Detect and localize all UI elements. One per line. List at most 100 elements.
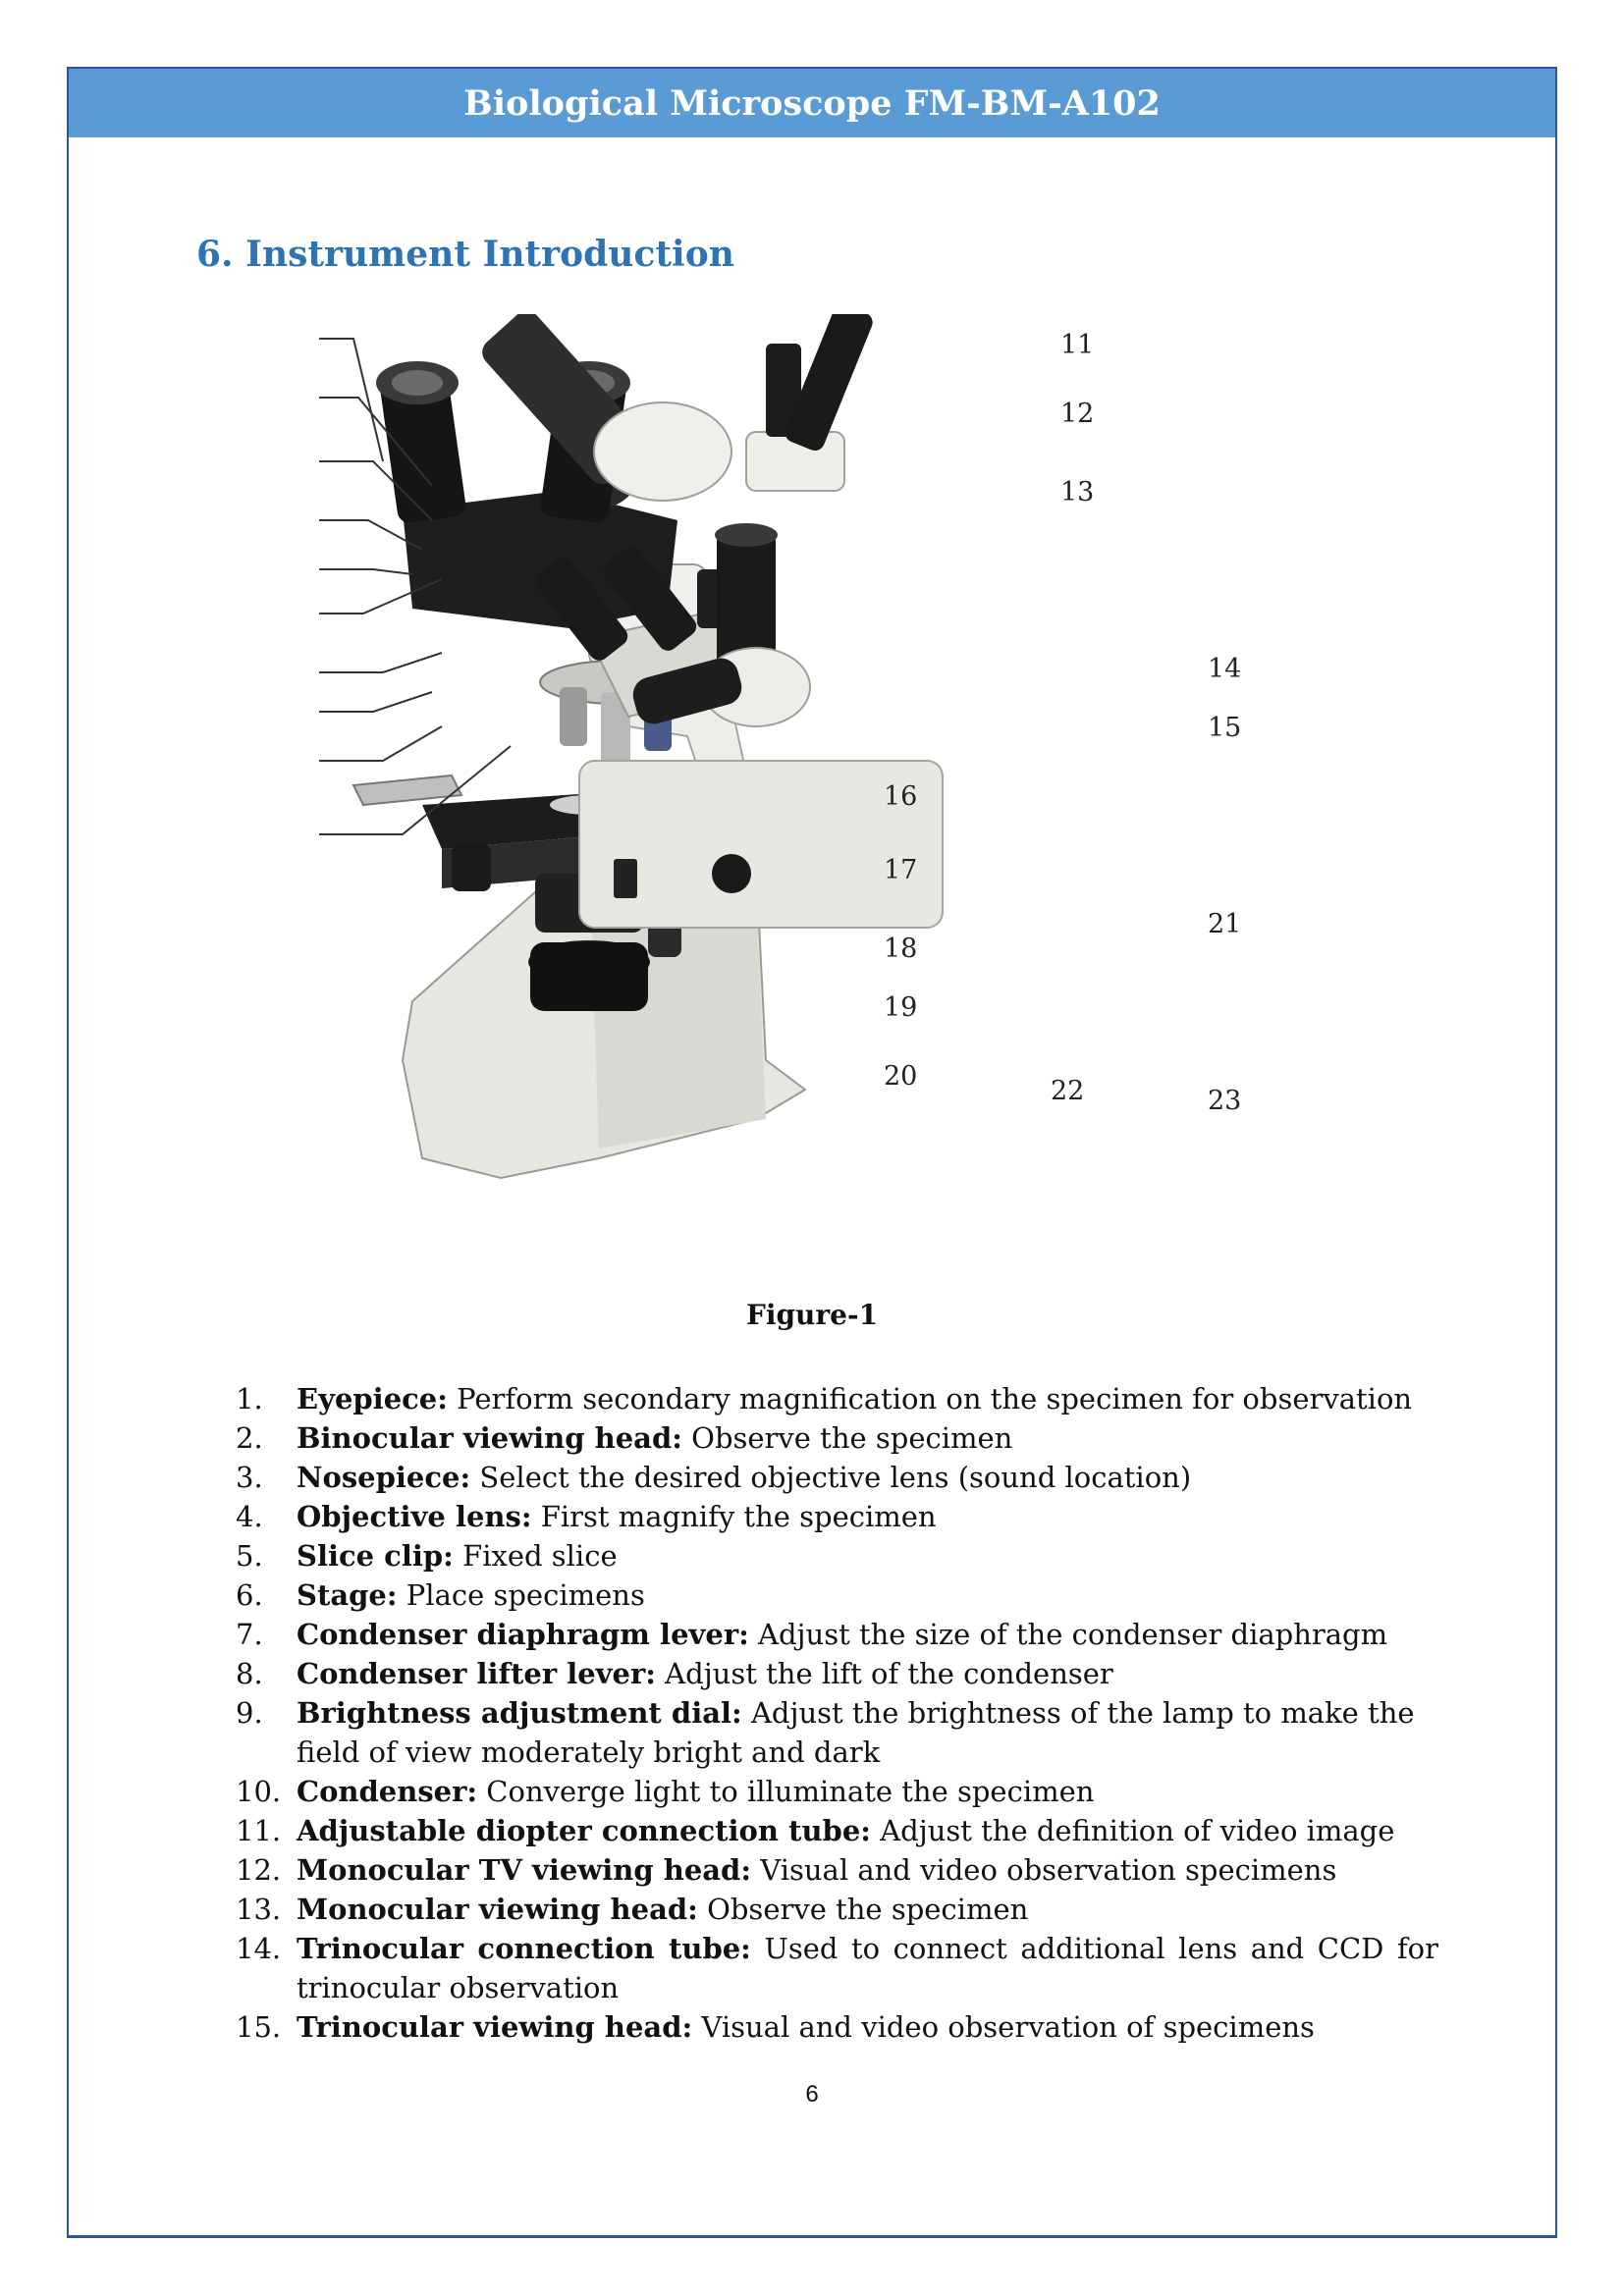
list-item: 13. Monocular viewing head: Observe the s… [236, 1890, 1438, 1929]
list-item-number: 7. [236, 1618, 263, 1651]
page-frame [67, 67, 1557, 2238]
list-item-description: Adjust the definition of video image [870, 1814, 1395, 1847]
power-socket [712, 854, 751, 893]
list-item: 14.Trinocular connection tube: Used to c… [236, 1929, 1438, 2007]
camera-tube-top [715, 523, 778, 547]
list-item-description: Observe the specimen [697, 1893, 1029, 1926]
callout-17: 17 [884, 855, 917, 885]
list-item-term: Condenser lifter lever: [297, 1657, 656, 1690]
monocular-body [593, 401, 732, 502]
list-item-description: Used to connect additional lens and CCD … [297, 1932, 1438, 2004]
list-item-number: 1. [236, 1382, 263, 1415]
list-item-number: 14. [236, 1932, 282, 1965]
list-item-term: Brightness adjustment dial: [297, 1696, 742, 1730]
list-item-description: Perform secondary magnification on the s… [447, 1382, 1413, 1415]
list-item-description: Visual and video observation specimens [751, 1853, 1337, 1887]
trinocular-eyepiece-right [603, 547, 697, 651]
list-item-term: Adjustable diopter connection tube: [297, 1814, 871, 1847]
list-item-description: Fixed slice [453, 1539, 618, 1573]
callout-19: 19 [884, 992, 917, 1023]
callout-12: 12 [1060, 399, 1094, 429]
list-item: 10. Condenser: Converge light to illumina… [236, 1772, 1438, 1811]
monocular-head [482, 314, 732, 502]
list-item-number: 3. [236, 1461, 263, 1494]
header-bar: Biological Microscope FM-BM-A102 [69, 69, 1555, 137]
page-number: 6 [805, 2081, 819, 2108]
list-item-description: Adjust the lift of the condenser [655, 1657, 1113, 1690]
list-item: 2. Binocular viewing head: Observe the sp… [236, 1418, 1438, 1458]
list-item: 8. Condenser lifter lever: Adjust the lif… [236, 1654, 1438, 1693]
list-item-number: 9. [236, 1696, 263, 1730]
list-item-term: Trinocular viewing head: [297, 2010, 693, 2044]
callout-22: 22 [1051, 1076, 1084, 1106]
list-item-description: Adjust the brightness of the lamp to mak… [297, 1696, 1415, 1769]
camera-head [632, 523, 811, 727]
list-item-term: Stage: [297, 1578, 398, 1612]
microscope-figure: 1 2 3 4 5 6 7 8 9 10 11 12 13 14 15 16 1… [295, 314, 1267, 1296]
objective-lens-a [560, 687, 587, 746]
list-item-number: 4. [236, 1500, 263, 1533]
list-item: 7. Condenser diaphragm lever: Adjust the … [236, 1615, 1438, 1654]
list-item: 3. Nosepiece: Select the desired objectiv… [236, 1458, 1438, 1497]
list-item-number: 2. [236, 1421, 263, 1455]
rear-panel-body [578, 760, 944, 929]
list-item-term: Slice clip: [297, 1539, 454, 1573]
callout-leaders [319, 338, 512, 835]
list-item: 5. Slice clip: Fixed slice [236, 1536, 1438, 1575]
list-item: 11. Adjustable diopter connection tube: A… [236, 1811, 1438, 1850]
section-heading: 6. Instrument Introduction [196, 234, 734, 275]
trinocular-eyepiece-left [534, 557, 628, 661]
list-item-number: 5. [236, 1539, 263, 1573]
camera-tube [717, 530, 776, 677]
list-item-description: First magnify the specimen [531, 1500, 937, 1533]
list-item-description: Visual and video observation of specimen… [692, 2010, 1315, 2044]
list-item-term: Eyepiece: [297, 1382, 448, 1415]
callout-13: 13 [1060, 477, 1094, 507]
callout-15: 15 [1208, 713, 1241, 743]
list-item-term: Condenser: [297, 1775, 478, 1808]
callout-14: 14 [1208, 654, 1241, 684]
list-item: 1. Eyepiece: Perform secondary magnificat… [236, 1379, 1438, 1418]
left-eyepiece [380, 370, 466, 523]
list-item: 9. Brightness adjustment dial: Adjust the… [236, 1693, 1438, 1772]
list-item-description: Adjust the size of the condenser diaphra… [748, 1618, 1388, 1651]
base-shadow [589, 864, 766, 1148]
list-item-term: Objective lens: [297, 1500, 532, 1533]
list-item: 12. Monocular TV viewing head: Visual and… [236, 1850, 1438, 1890]
rear-panel [578, 760, 944, 929]
slice-clip-shape [352, 774, 463, 807]
lamp-housing [530, 942, 648, 1011]
list-item-number: 8. [236, 1657, 263, 1690]
monocular-tv-head [745, 314, 873, 492]
document-title: Biological Microscope FM-BM-A102 [463, 82, 1161, 124]
list-item: 6.Stage: Place specimens [236, 1575, 1438, 1615]
tv-eyepiece-tube [785, 314, 873, 452]
list-item-term: Binocular viewing head: [297, 1421, 682, 1455]
list-item-description: Select the desired objective lens (sound… [470, 1461, 1192, 1494]
list-item-number: 10. [236, 1775, 282, 1808]
callout-21: 21 [1208, 909, 1241, 939]
left-eyepiece-lens [392, 370, 443, 396]
callout-23: 23 [1208, 1086, 1241, 1116]
objective-lens-b [601, 692, 630, 771]
list-item-number: 11. [236, 1814, 282, 1847]
callout-20: 20 [884, 1061, 917, 1092]
parts-list: 1. Eyepiece: Perform secondary magnificat… [236, 1379, 1438, 2047]
list-item-term: Nosepiece: [297, 1461, 471, 1494]
callout-16: 16 [884, 781, 917, 812]
list-item-term: Condenser diaphragm lever: [297, 1618, 749, 1651]
list-item-number: 15. [236, 2010, 282, 2044]
microscope-illustration: 1 2 3 4 5 6 7 8 9 10 11 12 13 14 15 16 1… [319, 314, 1241, 1180]
list-item: 15. Trinocular viewing head: Visual and v… [236, 2007, 1438, 2047]
camera-head-eyepiece [632, 658, 742, 724]
callout-18: 18 [884, 934, 917, 964]
list-item-term: Monocular TV viewing head: [297, 1853, 752, 1887]
callout-11: 11 [1060, 330, 1094, 360]
power-switch [614, 859, 637, 898]
list-item-number: 12. [236, 1853, 282, 1887]
list-item-term: Monocular viewing head: [297, 1893, 698, 1926]
list-item-description: Observe the specimen [681, 1421, 1013, 1455]
list-item-number: 6. [236, 1578, 263, 1612]
list-item-description: Converge light to illuminate the specime… [477, 1775, 1095, 1808]
list-item-number: 13. [236, 1893, 282, 1926]
